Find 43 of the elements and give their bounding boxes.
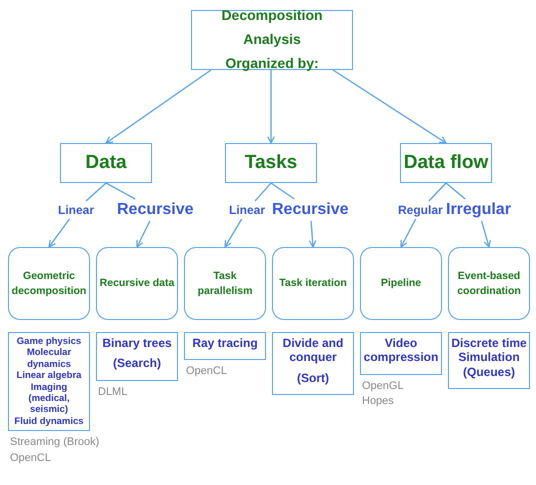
pattern-box: Geometric decomposition: [8, 247, 90, 320]
example-box: Binary trees (Search): [96, 332, 178, 381]
technology-note: DLML: [98, 384, 128, 400]
connector-line: [254, 182, 272, 202]
example-box: Game physics Molecular dynamics Linear algebra Imaging (medical, seismic) Fluid dynamics: [8, 332, 90, 432]
arrow: [400, 218, 416, 248]
technology-note: OpenCL: [10, 450, 52, 466]
connector-line: [446, 182, 466, 200]
branch-label: Recursive: [117, 201, 194, 219]
branch-label: Linear: [58, 203, 94, 217]
technology-note: Streaming (Brook): [10, 435, 100, 450]
connector-line: [270, 182, 295, 200]
arrow: [308, 220, 316, 248]
category-box: Data flow: [400, 143, 492, 183]
arrow: [105, 69, 212, 144]
pattern-box: Recursive data: [96, 247, 178, 320]
branch-label: Linear: [229, 203, 266, 217]
technology-note: OpenCL: [186, 364, 227, 380]
example-box: Divide and conquer (Sort): [272, 332, 354, 396]
arrow: [224, 218, 242, 248]
connector-line: [106, 182, 136, 200]
pattern-box: Task parallelism: [184, 247, 266, 320]
pattern-box: Pipeline: [360, 247, 442, 320]
category-box: Tasks: [225, 143, 317, 183]
arrow: [480, 220, 491, 248]
arrow: [48, 218, 70, 248]
branch-label: Irregular: [446, 201, 511, 219]
connector-line: [86, 182, 106, 202]
example-box: Video compression: [360, 332, 442, 375]
pattern-box: Task iteration: [272, 247, 354, 320]
arrow: [136, 220, 150, 248]
title-box: Decomposition Analysis Organized by:: [191, 10, 353, 70]
arrow: [332, 69, 447, 144]
category-box: Data: [60, 143, 152, 183]
example-box: Ray tracing: [184, 332, 266, 360]
arrow: [267, 70, 275, 144]
technology-note: OpenGL: [362, 378, 404, 394]
pattern-box: Event-based coordination: [448, 247, 530, 320]
example-box: Discrete time Simulation (Queues): [448, 332, 530, 390]
technology-note: Hopes: [362, 394, 395, 410]
branch-label: Regular: [398, 203, 443, 217]
connector-line: [428, 182, 446, 202]
branch-label: Recursive: [272, 201, 348, 219]
